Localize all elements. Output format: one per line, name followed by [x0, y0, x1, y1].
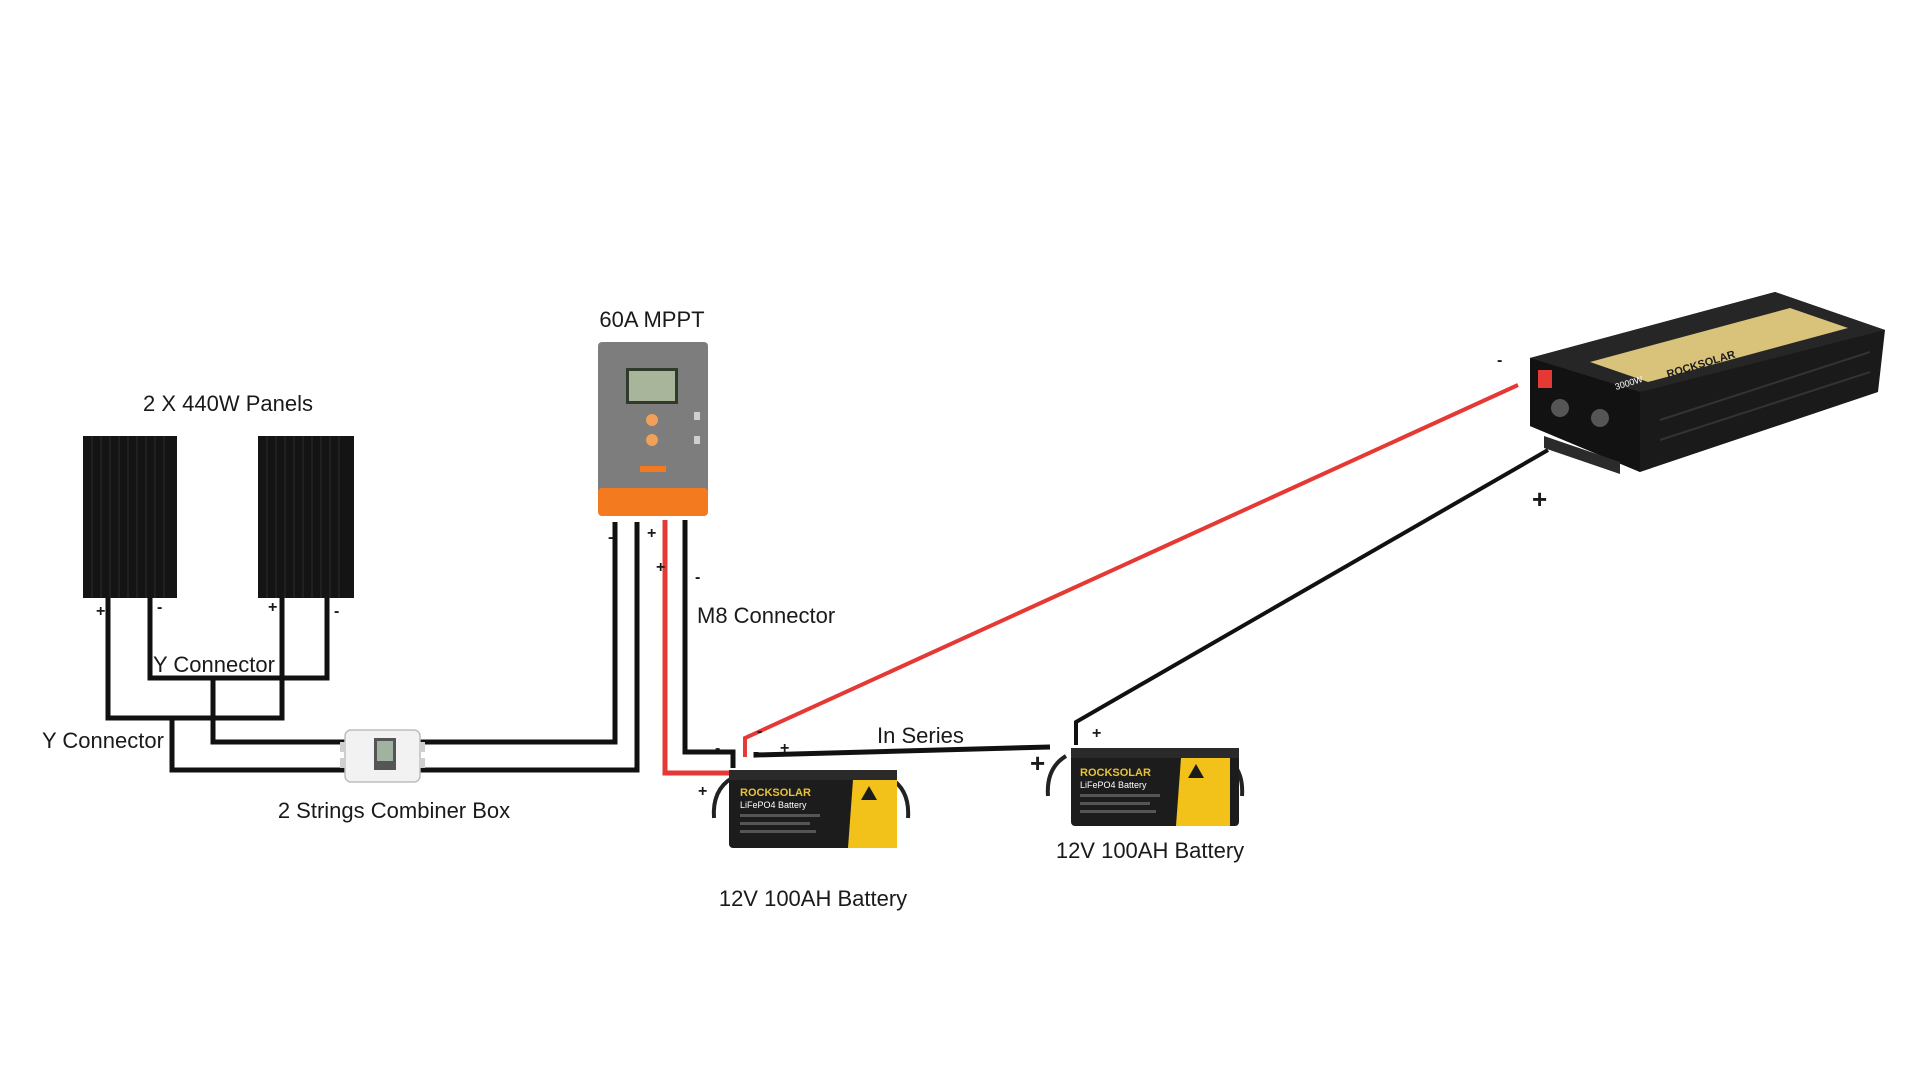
battery-1-brand: ROCKSOLAR — [740, 787, 811, 799]
mppt-pv-plus-mark: + — [647, 525, 656, 542]
mppt-batt-plus-mark: + — [656, 559, 665, 576]
inverter-minus-mark: - — [1497, 352, 1502, 369]
mppt-label: 60A MPPT — [599, 307, 704, 332]
battery-1-chemistry: LiFePO4 Battery — [740, 800, 807, 810]
combiner-box — [340, 729, 425, 783]
y-connector-positive-to-combiner — [169, 718, 345, 773]
battery-2-label: 12V 100AH Battery — [1056, 838, 1244, 863]
panel1-negative-wire — [147, 598, 330, 681]
battery2-series-plus-mark: + — [1030, 748, 1045, 778]
inverter-plus-mark: + — [1532, 484, 1547, 514]
panel1-plus-mark: + — [96, 603, 105, 620]
mppt-batt-minus-mark: - — [695, 569, 700, 586]
y-connector-negative-to-combiner — [210, 678, 345, 745]
battery1-minus-mark: - — [715, 740, 720, 757]
in-series-label: In Series — [877, 723, 964, 748]
inverter: ROCKSOLAR 3000W — [1530, 292, 1885, 474]
series-link-wire — [753, 744, 1051, 758]
mppt-positive-to-battery — [662, 520, 740, 776]
battery-to-inverter-red-wire — [743, 383, 1519, 757]
battery-2-chemistry: LiFePO4 Battery — [1080, 780, 1147, 790]
battery-to-inverter-black-wire — [1074, 448, 1549, 745]
mppt-negative-to-battery — [682, 520, 736, 768]
y-connector-left-label: Y Connector — [42, 728, 164, 753]
battery1-plus-mark: + — [780, 740, 789, 757]
polarity-marks: + - + - - + + - - - + + + + - + — [96, 352, 1547, 800]
panel1-positive-wire — [105, 598, 285, 721]
combiner-to-mppt-positive — [420, 522, 640, 773]
mppt-button-icon — [646, 414, 658, 426]
battery-2-brand: ROCKSOLAR — [1080, 767, 1151, 779]
battery-1: ROCKSOLAR LiFePO4 Battery — [711, 770, 911, 848]
solar-panel-2 — [258, 436, 354, 598]
battery-1-label: 12V 100AH Battery — [719, 886, 907, 911]
wires — [105, 383, 1549, 776]
battery1-lower-plus-mark: + — [698, 783, 707, 800]
mppt-pv-minus-mark: - — [608, 529, 613, 546]
panel1-minus-mark: - — [157, 599, 162, 616]
battery1-inv-minus-mark: - — [757, 723, 762, 740]
battery2-plus-mark: + — [1092, 725, 1101, 742]
battery-2: ROCKSOLAR LiFePO4 Battery — [1045, 748, 1245, 826]
solar-panel-1 — [83, 436, 177, 598]
panel2-minus-mark: - — [334, 603, 339, 620]
warning-icon — [861, 786, 877, 800]
panel2-plus-mark: + — [268, 599, 277, 616]
mppt-button-icon — [646, 434, 658, 446]
warning-icon — [1188, 764, 1204, 778]
combiner-to-mppt-negative — [420, 522, 618, 745]
m8-connector-label: M8 Connector — [697, 603, 835, 628]
combiner-box-label: 2 Strings Combiner Box — [278, 798, 510, 823]
panels-label: 2 X 440W Panels — [143, 391, 313, 416]
mppt-controller — [598, 342, 708, 516]
y-connector-top-label: Y Connector — [153, 652, 275, 677]
